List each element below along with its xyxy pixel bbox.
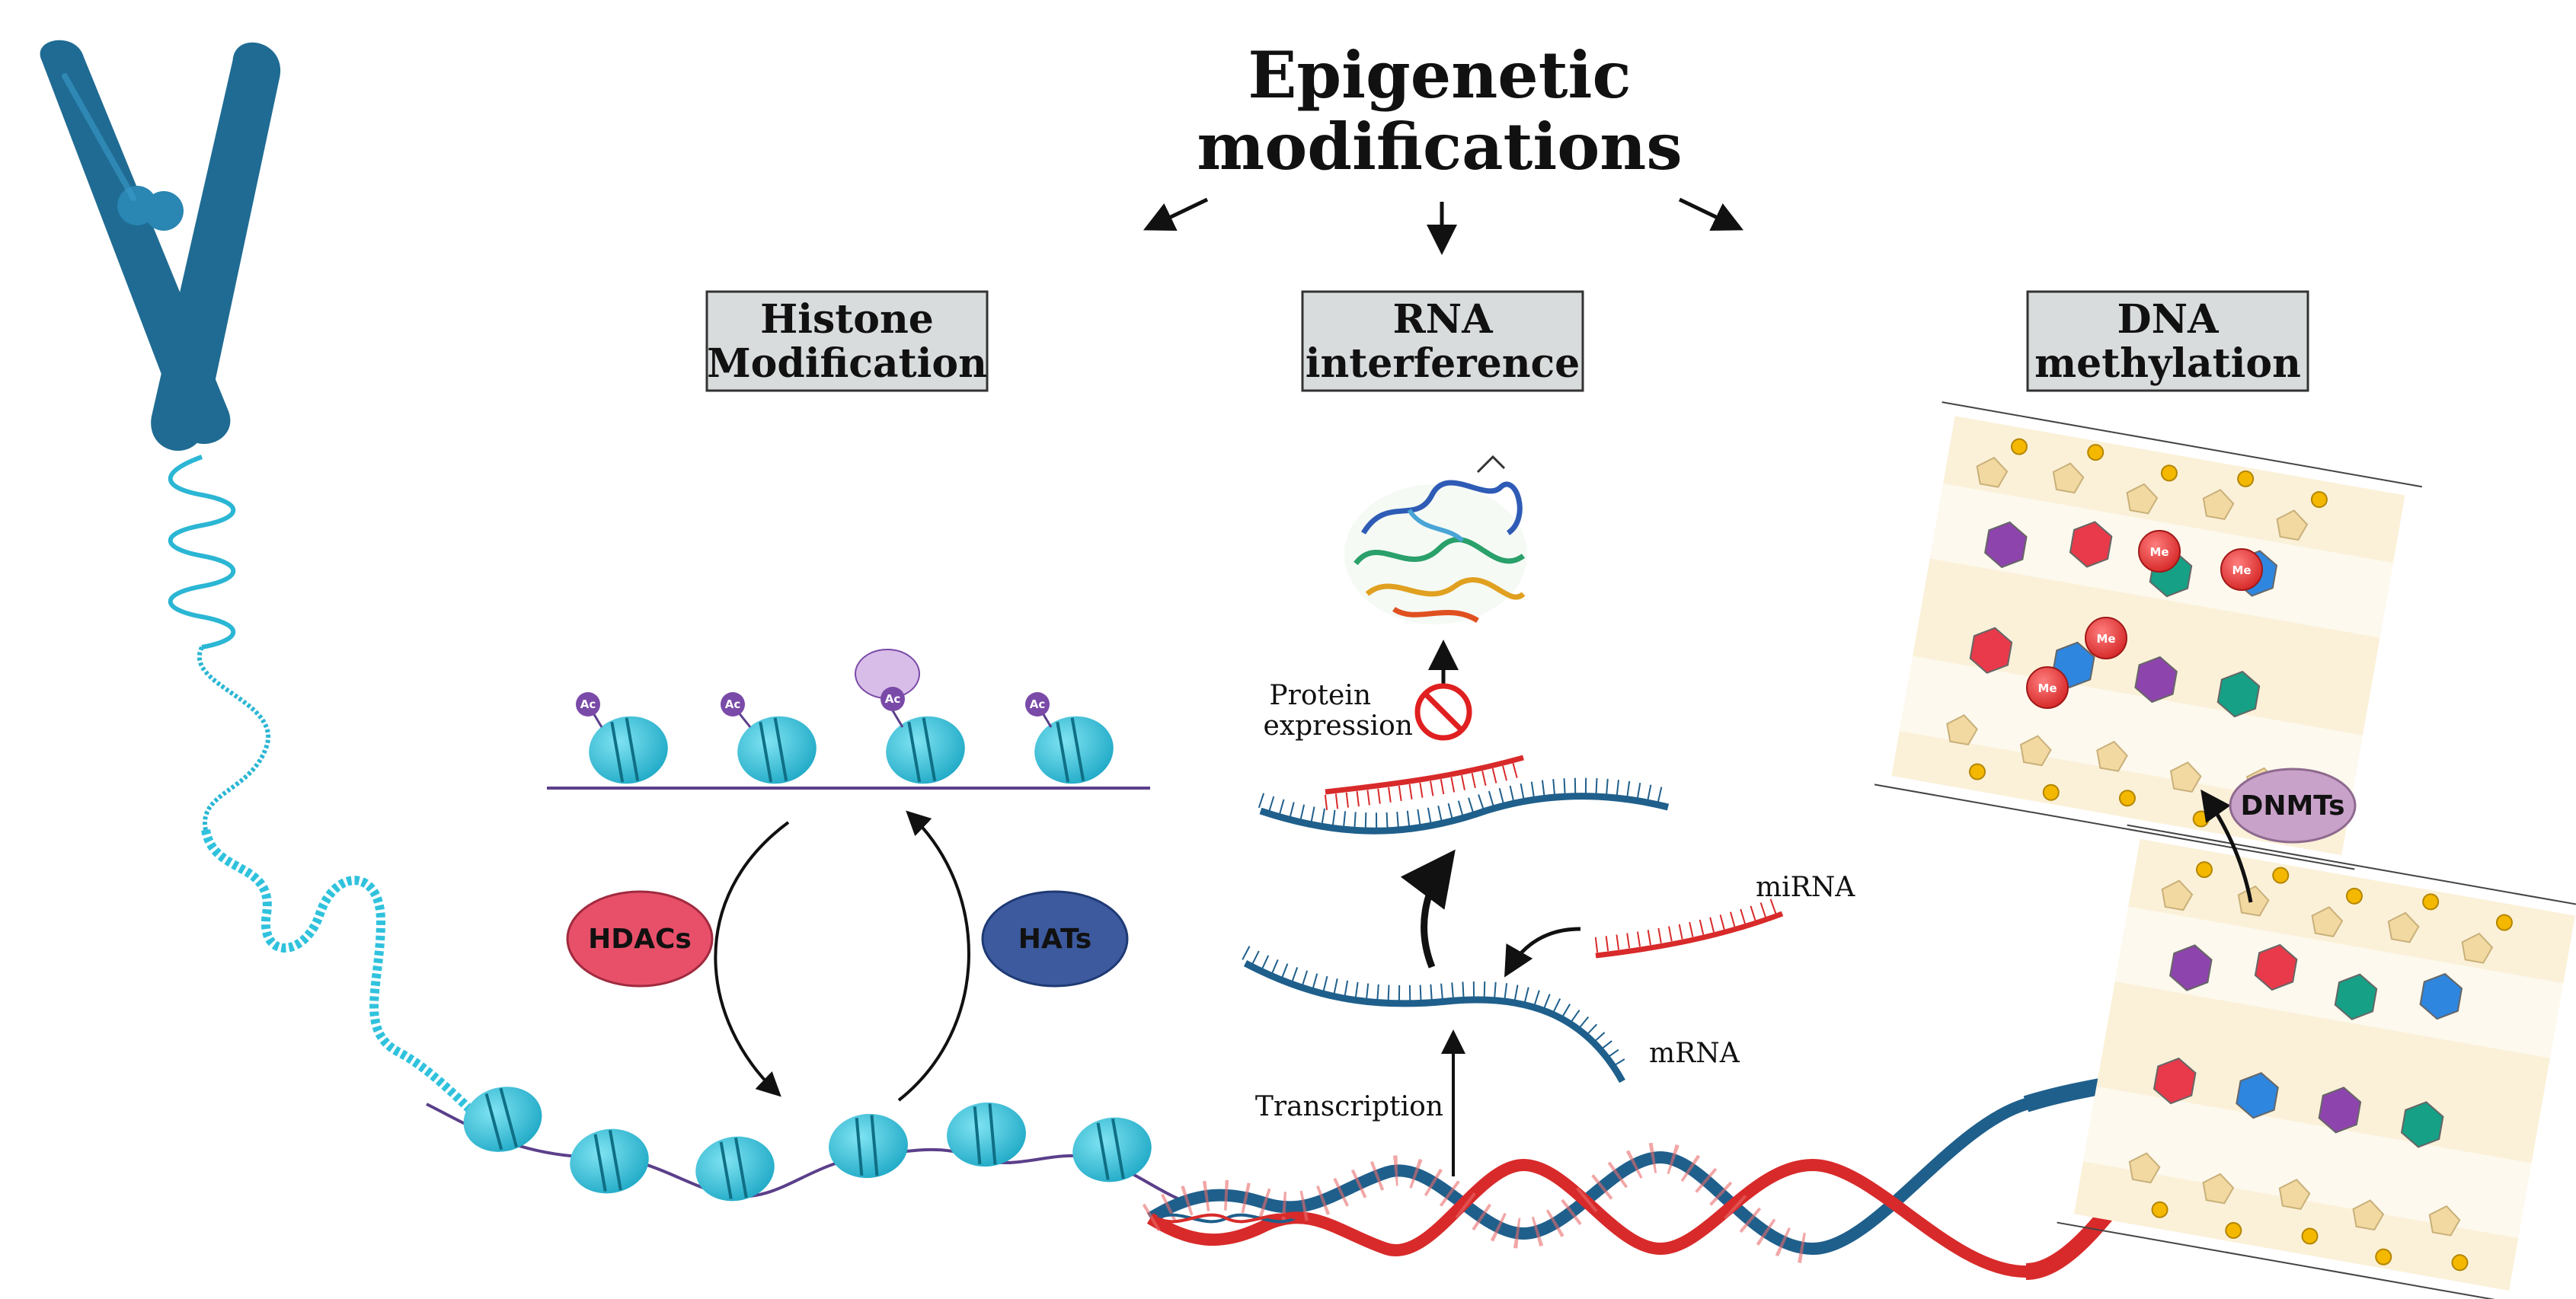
hats-arrow xyxy=(897,810,970,1102)
chromosome-icon xyxy=(40,40,281,451)
dna-box-line2: methylation xyxy=(2034,340,2301,387)
nucleosome xyxy=(1034,716,1114,784)
nucleosome xyxy=(947,1102,1026,1167)
chromatin-fiber xyxy=(168,455,491,1131)
acetyl-mark: Ac xyxy=(721,692,752,728)
nucleosome xyxy=(737,716,817,784)
acetyl-mark: Ac xyxy=(855,649,920,728)
mirna-binding-arrow xyxy=(1504,927,1581,978)
transcription-label: Transcription xyxy=(1255,1091,1443,1122)
acetyl-mark: Ac xyxy=(576,692,603,728)
acetyl-mark: Ac xyxy=(1025,692,1053,728)
histone-box-line2: Modification xyxy=(707,340,987,387)
mrna-strand xyxy=(1242,946,1629,1084)
histone-cycle-arrows xyxy=(714,810,970,1102)
dna-box-line1: DNA xyxy=(2117,296,2220,343)
svg-text:Ac: Ac xyxy=(580,697,596,711)
nucleosome xyxy=(695,1136,775,1202)
svg-text:Ac: Ac xyxy=(725,697,741,711)
nucleosome xyxy=(829,1113,908,1179)
histone-box-line1: Histone xyxy=(760,296,934,343)
small-dna-helix xyxy=(1157,1213,1296,1224)
svg-text:Ac: Ac xyxy=(1030,697,1046,711)
protein-expression-line2: expression xyxy=(1264,710,1414,742)
hdacs-label: HDACs xyxy=(588,924,692,955)
mrna-label: mRNA xyxy=(1649,1038,1740,1069)
svg-text:Me: Me xyxy=(2232,563,2251,577)
title-line1: Epigenetic xyxy=(1248,37,1631,113)
dnmts-arrow xyxy=(2200,789,2253,903)
svg-text:Me: Me xyxy=(2149,545,2169,559)
silencing-arrow xyxy=(1400,849,1456,969)
dnmts-enzyme: DNMTs xyxy=(2229,768,2357,844)
nucleosome xyxy=(463,1087,542,1152)
mrna-mirna-duplex xyxy=(1258,755,1670,835)
methyl-mark: Me xyxy=(2138,530,2181,573)
svg-text:Ac: Ac xyxy=(885,692,901,706)
nucleosome xyxy=(886,716,965,784)
methylated-dna-sheet xyxy=(1874,401,2423,870)
hdacs-arrow xyxy=(714,821,790,1097)
hats-label: HATs xyxy=(1018,924,1091,955)
rna-box-line1: RNA xyxy=(1392,296,1493,343)
dna-box: DNA methylation xyxy=(2026,290,2309,392)
title-line2: modifications xyxy=(1197,109,1682,184)
block-icon xyxy=(1414,683,1472,741)
methyl-mark: Me xyxy=(2026,666,2069,709)
lower-nucleosomes xyxy=(463,1087,1152,1202)
svg-text:Me: Me xyxy=(2096,632,2115,646)
protein-structure-icon xyxy=(1344,455,1527,624)
upper-nucleosomes xyxy=(589,716,1114,784)
nucleosome xyxy=(1072,1117,1152,1183)
svg-text:Me: Me xyxy=(2037,681,2057,695)
histone-box: Histone Modification xyxy=(705,290,989,392)
acetyl-marks: Ac Ac Ac Ac xyxy=(576,649,1053,728)
title-arrows xyxy=(1143,197,1744,255)
nucleosome xyxy=(589,716,668,784)
dnmts-label: DNMTs xyxy=(2240,790,2344,822)
methyl-mark: Me xyxy=(2085,617,2127,659)
methyl-marks: Me Me Me Me xyxy=(2026,530,2263,709)
rna-box-line2: interference xyxy=(1306,340,1580,387)
rna-box: RNA interference xyxy=(1301,290,1584,392)
arrow-to-histone xyxy=(1143,197,1209,231)
methyl-mark: Me xyxy=(2220,548,2263,591)
protein-expression-line1: Protein xyxy=(1269,680,1371,711)
nucleosome xyxy=(570,1128,649,1194)
arrow-to-dna xyxy=(1678,197,1744,231)
hdacs-enzyme: HDACs xyxy=(566,890,714,988)
mirna-strand xyxy=(1594,895,1785,959)
hats-enzyme: HATs xyxy=(981,890,1129,988)
main-title: Epigenetic modifications xyxy=(1197,37,1682,184)
unmethylated-dna-sheet xyxy=(2057,824,2576,1299)
mirna-label: miRNA xyxy=(1756,872,1855,903)
